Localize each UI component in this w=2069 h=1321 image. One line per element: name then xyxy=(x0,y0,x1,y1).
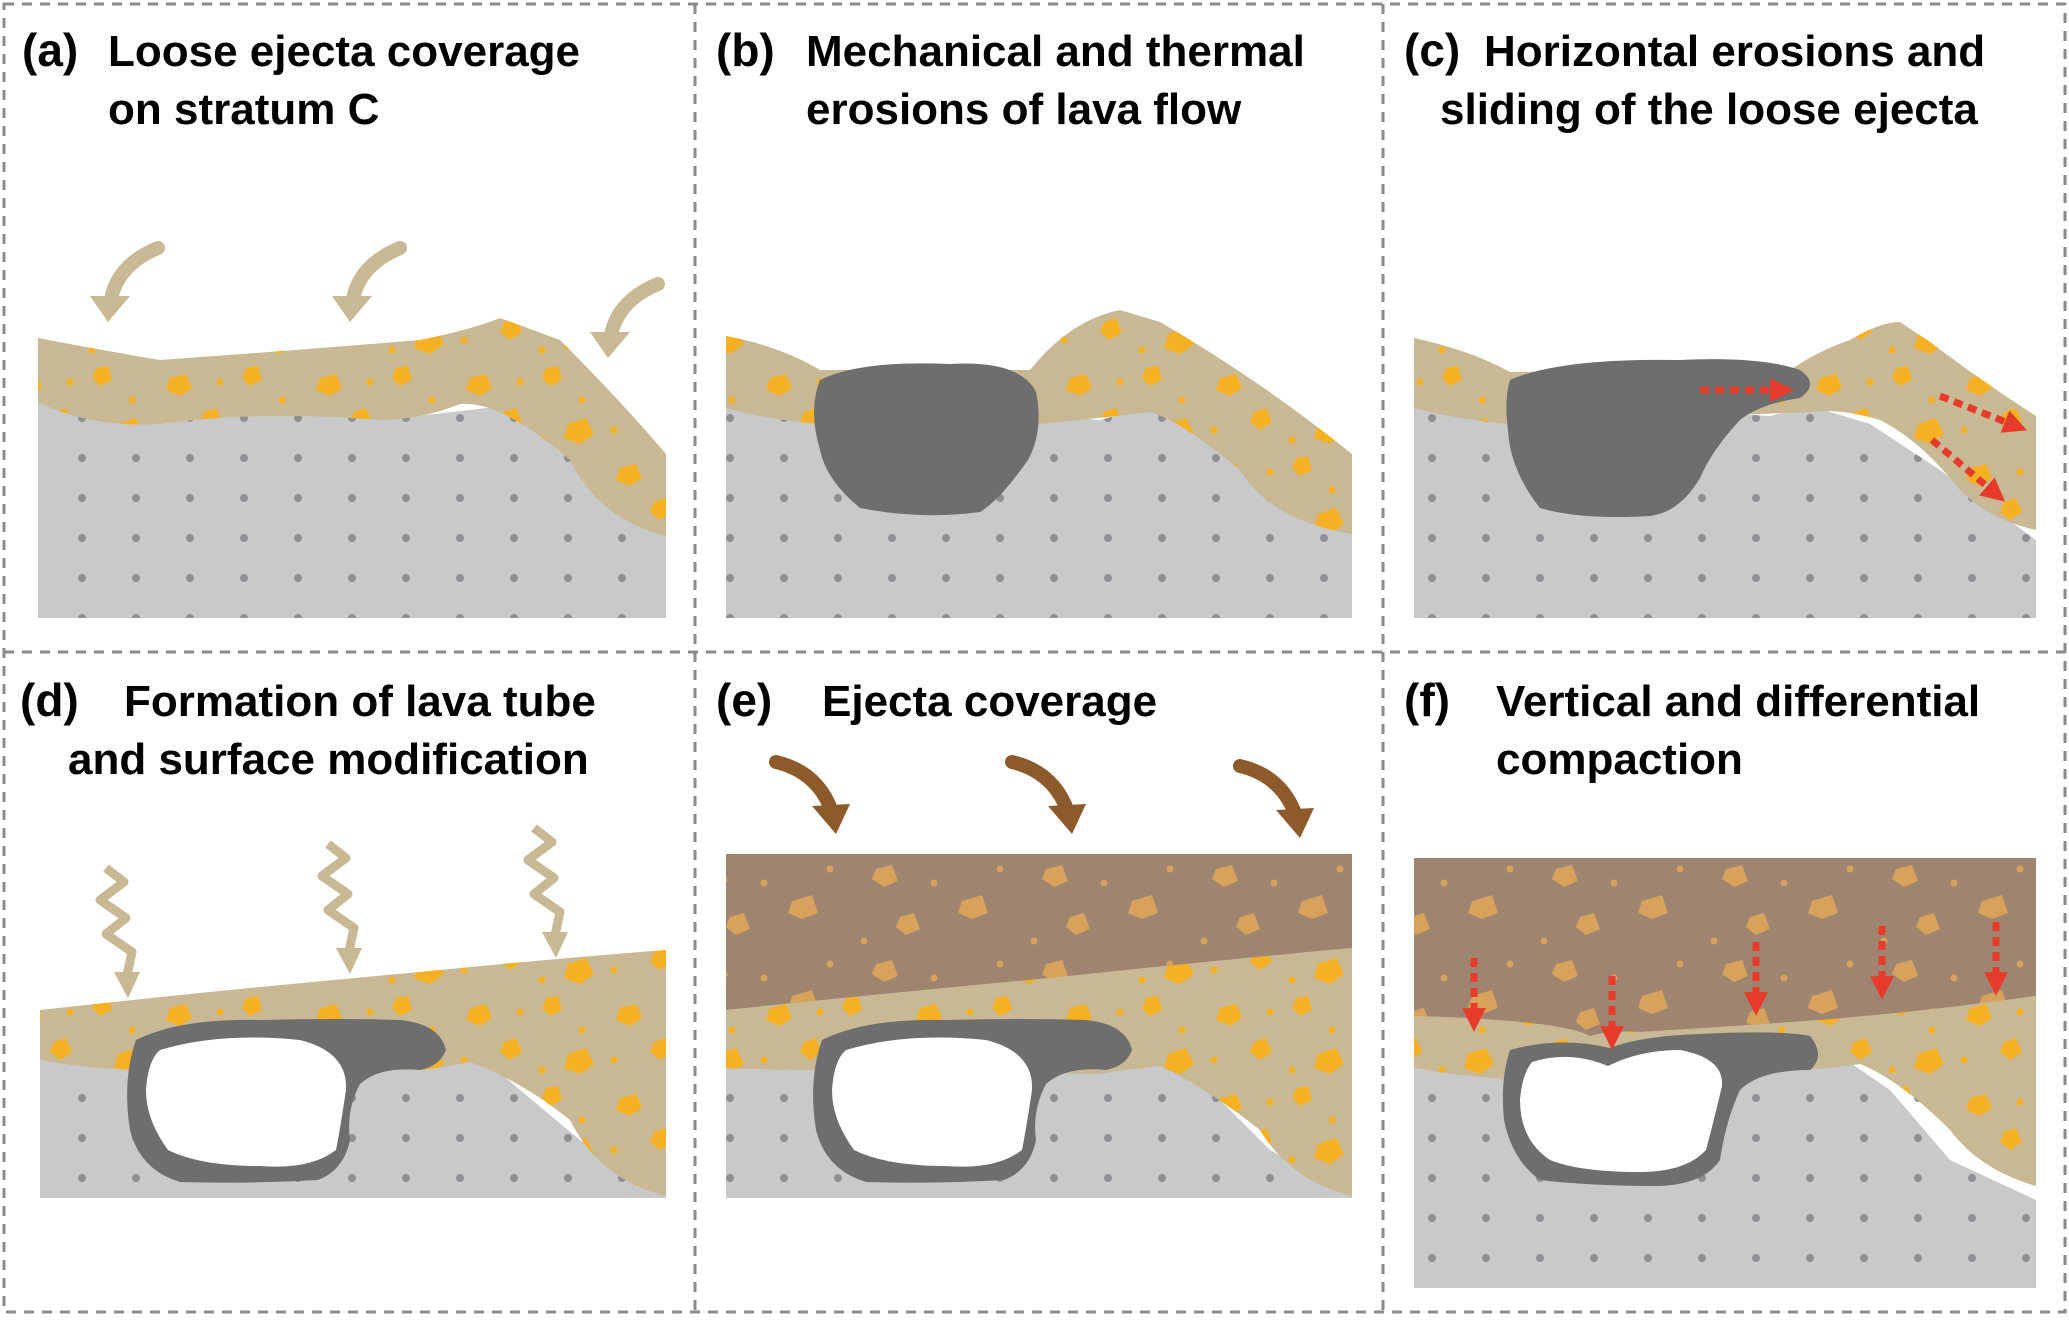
curved-arrow-icon xyxy=(90,248,158,322)
ejecta-clasts xyxy=(38,318,666,536)
curved-arrow-icon xyxy=(332,248,400,322)
panel-d-title-line-1: Formation of lava tube xyxy=(124,677,596,726)
panel-d: (d) Formation of lava tube and surface m… xyxy=(20,674,666,1198)
panel-a-label: (a) xyxy=(22,24,78,76)
ejecta-clasts xyxy=(40,950,666,1196)
curved-arrow-icon xyxy=(1240,766,1314,838)
panel-b-label: (b) xyxy=(716,24,775,76)
stratum-c-dots xyxy=(38,400,666,618)
panel-e-label: (e) xyxy=(716,674,772,726)
lava-flow xyxy=(1506,359,1810,517)
dotted-arrow-icon xyxy=(1938,392,2028,433)
lava-tube-cavity xyxy=(832,1037,1033,1167)
panel-f: (f) Vertical and differential compaction xyxy=(1404,674,2038,1288)
wavy-arrow-icon xyxy=(100,868,140,998)
panel-b-title-line-2: erosions of lava flow xyxy=(806,85,1242,134)
curved-arrow-icon xyxy=(590,284,658,358)
panel-c-title-line-1: Horizontal erosions and xyxy=(1484,27,1985,76)
curved-arrow-icon xyxy=(776,762,850,834)
lava-tube-cavity xyxy=(1520,1050,1723,1172)
panel-b: (b) Mechanical and thermal erosions of l… xyxy=(716,24,1352,618)
wavy-arrow-icon xyxy=(322,844,362,974)
wavy-arrow-icon xyxy=(528,828,568,958)
new-ejecta-clasts xyxy=(726,854,1352,1010)
lava-tube-cavity xyxy=(146,1037,347,1167)
panel-c-title-line-2: sliding of the loose ejecta xyxy=(1440,85,1978,134)
panel-f-title-line-1: Vertical and differential xyxy=(1496,677,1980,726)
panel-e-title: Ejecta coverage xyxy=(822,677,1157,726)
panel-b-title-line-1: Mechanical and thermal xyxy=(806,27,1305,76)
panel-c-label: (c) xyxy=(1404,24,1460,76)
panel-d-title-line-2: and surface modification xyxy=(68,735,589,784)
panel-d-label: (d) xyxy=(20,674,79,726)
panel-f-title-line-2: compaction xyxy=(1496,735,1743,784)
curved-arrow-icon xyxy=(1012,762,1086,834)
panel-a-title-line-1: Loose ejecta coverage xyxy=(108,27,580,76)
panel-a: (a) Loose ejecta coverage on stratum C xyxy=(22,24,666,618)
panel-a-title-line-2: on stratum C xyxy=(108,85,379,134)
panel-f-label: (f) xyxy=(1404,674,1450,726)
panel-e: (e) Ejecta coverage xyxy=(716,674,1354,1198)
panel-c: (c) Horizontal erosions and sliding of t… xyxy=(1404,24,2036,618)
ejecta-clasts xyxy=(726,310,1352,534)
lava-flow xyxy=(814,363,1039,516)
